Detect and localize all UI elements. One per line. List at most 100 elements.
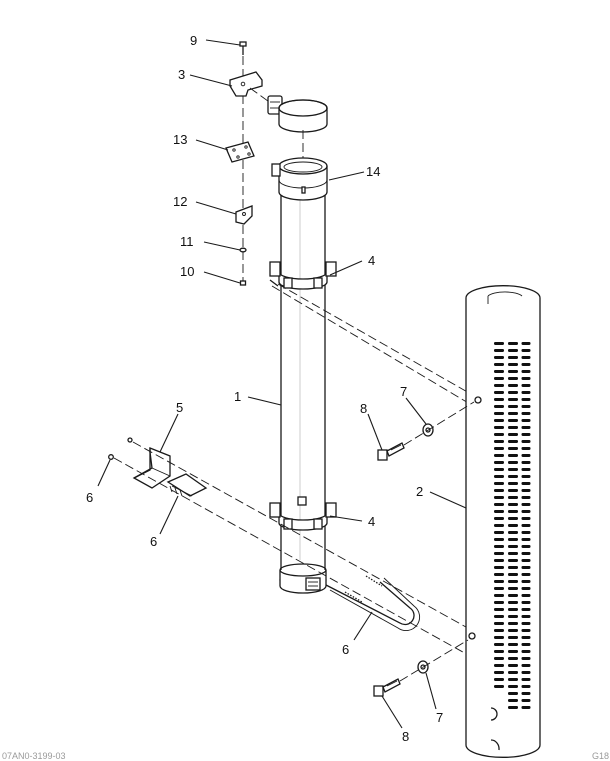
perforation-slot (521, 426, 531, 429)
perforation-slot (494, 356, 504, 359)
part-3-bracket (229, 71, 263, 97)
perforation-slot (494, 468, 504, 471)
perforation-slot (521, 685, 531, 688)
perforation-slot (508, 559, 518, 562)
callout-2: 2 (416, 484, 423, 499)
perforation-slot (508, 566, 518, 569)
perforation-slot (508, 363, 518, 366)
perforation-slot (508, 706, 518, 709)
perforation-slot (521, 671, 531, 674)
perforation-slot (508, 342, 518, 345)
perforation-slot (494, 482, 504, 485)
perforation-slot (494, 538, 504, 541)
part-13-plate (225, 141, 255, 163)
perforation-slot (521, 580, 531, 583)
perforation-slot (494, 636, 504, 639)
perforation-slot (494, 461, 504, 464)
perforation-slot (508, 608, 518, 611)
callout-13: 13 (173, 132, 187, 147)
perforation-slot (494, 552, 504, 555)
perforation-slot (494, 419, 504, 422)
perforation-slot (508, 482, 518, 485)
perforation-slot (508, 545, 518, 548)
part-6-nut-left (108, 454, 114, 460)
perforation-slot (494, 496, 504, 499)
perforation-slot (494, 671, 504, 674)
callout-10: 10 (180, 264, 194, 279)
perforation-slot (508, 370, 518, 373)
part-5-bracket (132, 447, 171, 489)
perforation-slot (508, 580, 518, 583)
guide-line-b (113, 457, 471, 657)
perforation-slot (494, 573, 504, 576)
perforation-slot (494, 629, 504, 632)
perforation-slot (494, 531, 504, 534)
perforation-slot (508, 377, 518, 380)
perforation-slot (494, 405, 504, 408)
part-6-nut-small (127, 437, 133, 443)
perforation-slot (521, 538, 531, 541)
perforation-slot (494, 587, 504, 590)
perforation-slot (508, 510, 518, 513)
perforation-slot (521, 412, 531, 415)
perforation-slot (508, 503, 518, 506)
perforation-slot (521, 370, 531, 373)
footer-code: 07AN0-3199-03 (2, 751, 66, 761)
callout-12: 12 (173, 194, 187, 209)
perforation-slot (508, 412, 518, 415)
lower-bolt-axis (399, 639, 469, 682)
perforation-slot (521, 419, 531, 422)
top-clamp (267, 95, 328, 133)
part-8-bolt-lower (373, 678, 401, 697)
part-10-nut (239, 280, 247, 286)
perforation-slot (508, 671, 518, 674)
upper-bolt-axis (403, 401, 475, 446)
perforation-slot (494, 384, 504, 387)
perforation-slot (521, 664, 531, 667)
perforation-slot (508, 475, 518, 478)
perforation-slot (494, 454, 504, 457)
perforation-slot (521, 594, 531, 597)
perforation-slot (521, 573, 531, 576)
perforation-slot (494, 566, 504, 569)
perforation-slot (508, 601, 518, 604)
perforation-slot (494, 440, 504, 443)
perforation-slot (521, 601, 531, 604)
perforation-slot (521, 545, 531, 548)
perforation-slot (508, 587, 518, 590)
perforation-slot (521, 643, 531, 646)
perforation-slot (508, 699, 518, 702)
perforation-slot (521, 692, 531, 695)
perforation-slot (508, 531, 518, 534)
perforation-slot (494, 370, 504, 373)
perforation-slot (494, 398, 504, 401)
perforation-slot (494, 349, 504, 352)
perforation-slot (494, 377, 504, 380)
perforation-slot (521, 356, 531, 359)
part-6-u-bolt (325, 575, 421, 632)
perforation-slot (508, 629, 518, 632)
perforation-slot (508, 538, 518, 541)
perforation-slot (508, 384, 518, 387)
perforation-slot (521, 496, 531, 499)
perforation-slot (494, 391, 504, 394)
perforation-slot (494, 559, 504, 562)
perforation-slot (521, 384, 531, 387)
perforation-slot (521, 398, 531, 401)
perforation-slot (508, 636, 518, 639)
perforation-slot (494, 594, 504, 597)
part-11-washer (239, 247, 247, 253)
perforation-slot (494, 545, 504, 548)
perforation-slot (508, 356, 518, 359)
perforation-slot (508, 489, 518, 492)
callout-5: 5 (176, 400, 183, 415)
perforation-slot (494, 517, 504, 520)
perforation-slot (494, 622, 504, 625)
part-4-band-clamp-lower (269, 496, 337, 531)
perforation-slot (508, 405, 518, 408)
perforation-slot (521, 433, 531, 436)
perforation-slot (494, 524, 504, 527)
perforation-slot (521, 377, 531, 380)
part-6-saddle (166, 473, 208, 497)
perforation-slot (521, 447, 531, 450)
